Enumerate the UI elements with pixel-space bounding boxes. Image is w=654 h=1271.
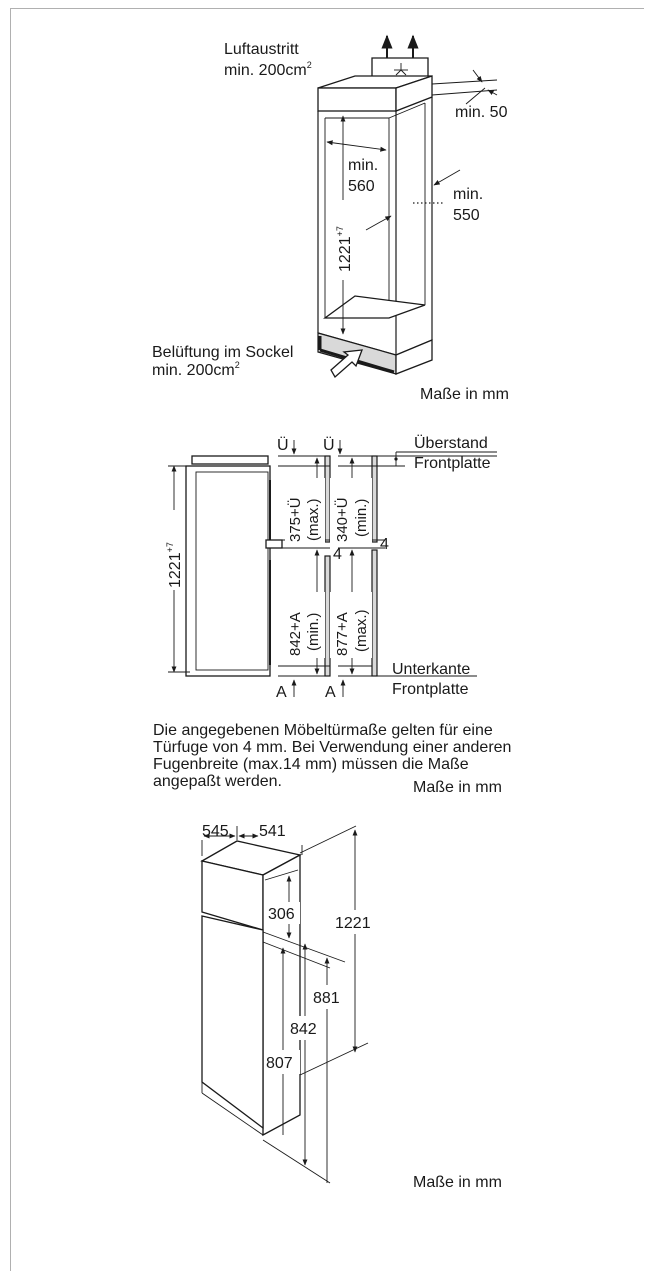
inlet-arrow-icon — [330, 349, 363, 379]
vent-grille — [371, 57, 429, 79]
air-outlet-value: min. 200cm2 — [224, 60, 312, 79]
door-panel-drawing — [163, 440, 497, 697]
units-label-3: Maße in mm — [413, 1174, 502, 1191]
gap-dimension-right: 4 — [380, 536, 389, 553]
base-vent-label: Belüftung im Sockel — [152, 344, 293, 361]
a-symbol-right: A — [325, 684, 336, 701]
page-border-top — [10, 8, 644, 9]
upper-right-note: (min.) — [353, 499, 370, 537]
freezer-306-dimension: 306 — [268, 906, 295, 923]
dimension-807: 807 — [266, 1055, 293, 1072]
overhang-symbol-left: Ü — [277, 436, 289, 454]
width-541-dimension: 541 — [259, 823, 286, 840]
dimension-842: 842 — [290, 1021, 317, 1038]
lower-left-dimension: 842+A — [287, 612, 304, 656]
width-dimension-line1: min. — [348, 157, 378, 174]
upper-left-dimension: 375+Ü — [286, 497, 304, 542]
lower-left-note: (min.) — [305, 613, 322, 651]
units-label-1: Maße in mm — [420, 386, 509, 403]
upper-left-note: (max.) — [305, 499, 322, 542]
upper-right-dimension: 340+Ü — [333, 497, 351, 542]
overhang-label-line2: Frontplatte — [414, 455, 491, 472]
units-label-2: Maße in mm — [413, 779, 502, 796]
air-outlet-label: Luftaustritt — [224, 41, 299, 58]
page-border-left — [10, 8, 11, 1271]
bottom-edge-label-line1: Unterkante — [392, 661, 470, 678]
niche-drawing — [317, 34, 498, 379]
depth-545-dimension: 545 — [202, 823, 229, 840]
appliance-drawing — [200, 825, 377, 1184]
depth-dimension-line2: 550 — [453, 207, 480, 224]
lower-right-dimension: 877+A — [334, 612, 351, 656]
a-symbol-left: A — [276, 684, 287, 701]
base-vent-value: min. 200cm2 — [152, 360, 240, 379]
niche-height-dimension: 1221+7 — [335, 226, 354, 272]
door-gap-note: Die angegebenen Möbeltürmaße gelten für … — [153, 722, 512, 790]
top-gap-dimension: min. 50 — [455, 104, 508, 121]
depth-dimension-line1: min. — [453, 186, 483, 203]
gap-dimension-left: 4 — [333, 546, 342, 563]
overhang-label-line1: Überstand — [414, 434, 488, 452]
lower-right-note: (max.) — [353, 610, 370, 653]
width-dimension-line2: 560 — [348, 178, 375, 195]
door-height-dimension: 1221+7 — [165, 542, 184, 588]
overhang-symbol-right: Ü — [323, 436, 335, 454]
dimension-881: 881 — [313, 990, 340, 1007]
bottom-edge-label-line2: Frontplatte — [392, 681, 469, 698]
height-1221-dimension: 1221 — [335, 915, 371, 932]
